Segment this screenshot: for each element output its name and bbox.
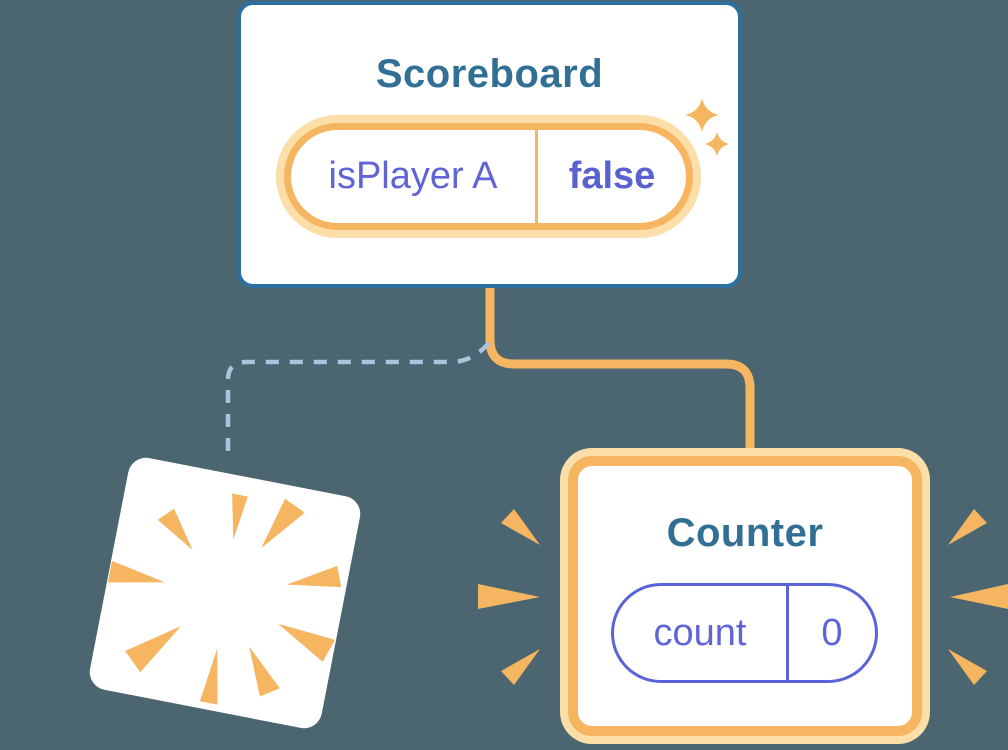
count-pill-divider [786,586,789,680]
poof-burst-icon [107,493,342,705]
counter-state-pill: count 0 [611,583,878,683]
poof-card [86,454,364,732]
emphasis-rays-right-icon [948,509,1008,685]
state-value-label: false [568,155,656,197]
scoreboard-card: Scoreboard isPlayer A false [237,1,742,288]
counter-title: Counter [666,511,824,555]
scoreboard-state-pill: isPlayer A false [284,123,693,230]
count-value-label: 0 [821,611,843,654]
state-key-label: isPlayer A [328,155,498,197]
scoreboard-title: Scoreboard [375,52,604,96]
connector-solid-line [485,283,755,462]
emphasis-rays-left-icon [478,509,540,685]
state-pill-divider [535,130,538,223]
connector-dashed-line [225,341,491,458]
counter-card: Counter count 0 [568,456,922,736]
count-key-label: count [653,611,747,654]
